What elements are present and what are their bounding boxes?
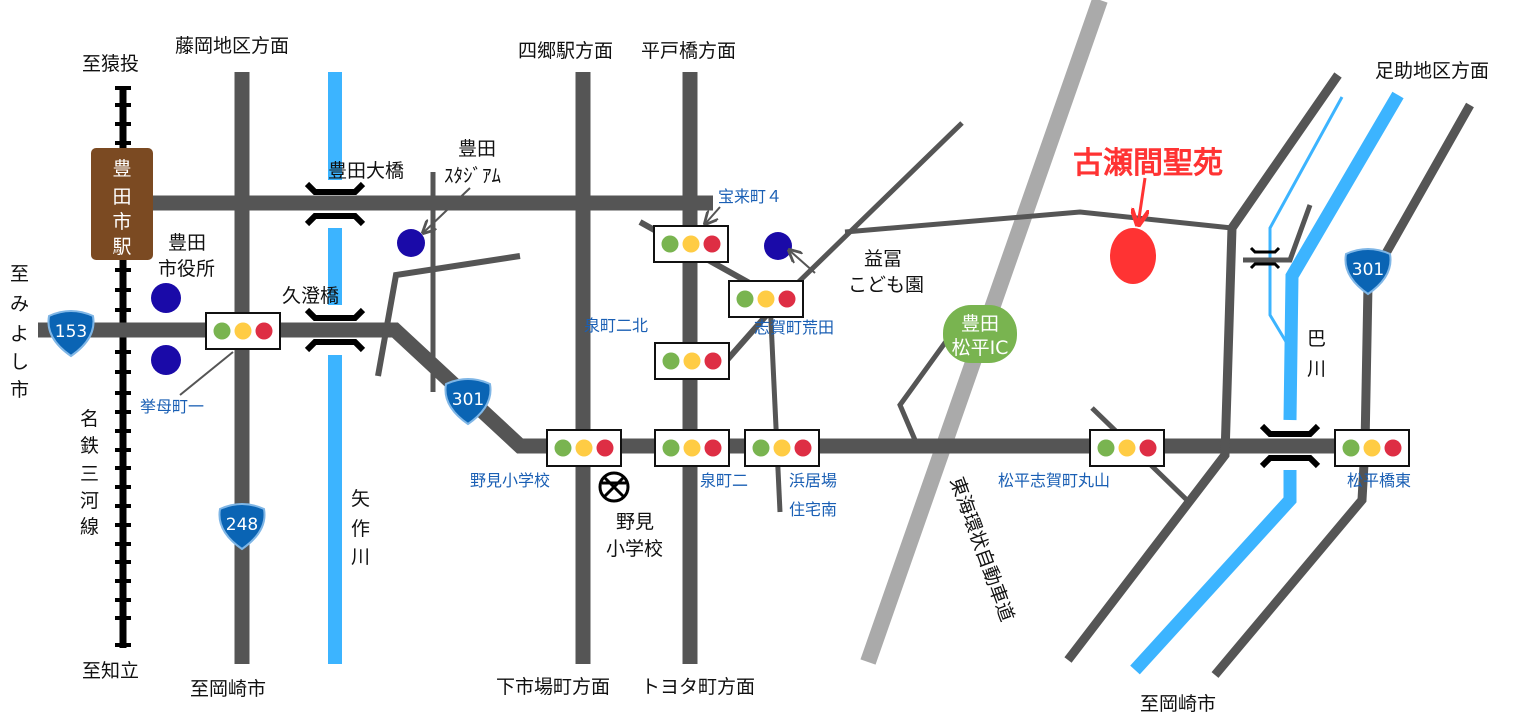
label-shigo: 四郷駅方面 (518, 40, 613, 62)
label-kodomoen-1: 益冨 (864, 248, 902, 270)
signal-label-horai-cho4: 宝来町４ (718, 187, 782, 206)
signal-label-matsudaira-shiga: 松平志賀町丸山 (998, 471, 1110, 490)
signal-matsudaira-bashi-higashi (1334, 429, 1410, 467)
signal-label-matsudaira-bashi-higashi: 松平橋東 (1347, 471, 1411, 490)
route-shield-301-right: 301 (1344, 248, 1392, 295)
svg-text:し: し (10, 351, 29, 373)
signal-label-hamaiba-2: 住宅南 (789, 500, 837, 519)
label-city-hall-1: 豊田 (168, 232, 206, 254)
city-hall-dot-2 (151, 345, 181, 375)
label-city-hall-2: 市役所 (158, 258, 215, 280)
label-chiryu: 至知立 (82, 660, 139, 682)
signal-hamaiba (744, 429, 820, 467)
label-school-1: 野見 (616, 511, 654, 533)
city-hall-dot-1 (151, 283, 181, 313)
signal-izumi-cho2 (654, 429, 730, 467)
label-stadium-1: 豊田 (458, 138, 496, 160)
roads (38, 72, 1474, 678)
label-shimoichiba: 下市場町方面 (496, 676, 610, 698)
destination-marker (1110, 228, 1156, 284)
svg-text:301: 301 (1352, 260, 1384, 280)
station-label-2: 田 (112, 186, 131, 208)
label-asuke: 足助地区方面 (1375, 60, 1489, 82)
destination-label: 古瀬間聖苑 (1073, 146, 1223, 181)
svg-text:鉄: 鉄 (80, 435, 99, 457)
label-toyota-cho: トヨタ町方面 (641, 676, 755, 698)
route-shield-301-left: 301 (444, 378, 492, 425)
label-sanage: 至猿投 (82, 53, 139, 75)
signal-label-nomi-school: 野見小学校 (470, 471, 550, 490)
route-shield-248: 248 (218, 503, 266, 550)
label-fujioka: 藤岡地区方面 (175, 35, 289, 57)
station-label-4: 駅 (112, 236, 131, 258)
svg-text:至: 至 (10, 263, 29, 285)
ic-label-1: 豊田 (961, 313, 999, 335)
label-tomoe-river: 巴川 (1307, 328, 1326, 380)
stadium-dot (397, 229, 425, 257)
signal-label-izumi-cho2: 泉町二 (700, 471, 748, 490)
svg-text:河: 河 (80, 490, 99, 512)
svg-text:153: 153 (55, 322, 87, 342)
destination-arrow (1138, 177, 1145, 225)
station-label-3: 市 (112, 211, 131, 233)
ic-label-2: 松平IC (952, 337, 1009, 359)
svg-text:巴: 巴 (1307, 328, 1326, 350)
svg-text:作: 作 (351, 518, 370, 540)
signal-koromo-cho1 (205, 312, 281, 350)
tomoe-river (1130, 91, 1404, 675)
svg-text:川: 川 (1307, 358, 1326, 380)
signal-label-izumi-cho2-kita: 泉町二北 (584, 316, 648, 335)
label-kuzumi: 久澄橋 (282, 285, 339, 307)
signal-label-hamaiba-1: 浜居場 (789, 471, 837, 490)
expressway-label: 東海環状自動車道 (945, 474, 1018, 624)
svg-text:三: 三 (80, 463, 99, 485)
svg-text:み: み (10, 293, 29, 315)
svg-text:市: 市 (10, 379, 29, 401)
svg-text:川: 川 (351, 546, 370, 568)
station-label-1: 豊 (112, 158, 131, 180)
svg-text:よ: よ (10, 323, 29, 345)
label-okazaki-right: 至岡崎市 (1140, 693, 1216, 715)
signal-shiga-cho-arata (728, 280, 804, 318)
label-hiratobashi: 平戸橋方面 (641, 40, 736, 62)
ic-badge (943, 305, 1017, 363)
station-box (91, 148, 153, 260)
route-shield-153: 153 (47, 310, 95, 357)
label-stadium-2: ｽﾀｼﾞｱﾑ (444, 165, 501, 187)
signal-nomi-school (546, 429, 622, 467)
signal-horai-cho4 (653, 225, 729, 263)
svg-text:名: 名 (80, 408, 99, 430)
signal-label-shiga-cho-arata: 志賀町荒田 (754, 318, 834, 337)
svg-text:301: 301 (452, 390, 484, 410)
signal-matsudaira-shiga (1089, 429, 1165, 467)
svg-text:矢: 矢 (351, 488, 370, 510)
signal-label-koromo-cho1: 挙母町一 (140, 397, 204, 416)
svg-text:248: 248 (226, 515, 258, 535)
label-okazaki-left: 至岡崎市 (190, 678, 266, 700)
label-yahagi-river: 矢作川 (351, 488, 370, 568)
label-kodomoen-2: こども園 (848, 274, 924, 296)
svg-text:線: 線 (80, 516, 99, 538)
label-toyota-ohashi: 豊田大橋 (328, 160, 404, 182)
signal-izumi-cho2-kita (654, 342, 730, 380)
school-icon (598, 471, 630, 503)
label-school-2: 小学校 (606, 538, 663, 560)
kodomoen-dot (764, 232, 792, 260)
